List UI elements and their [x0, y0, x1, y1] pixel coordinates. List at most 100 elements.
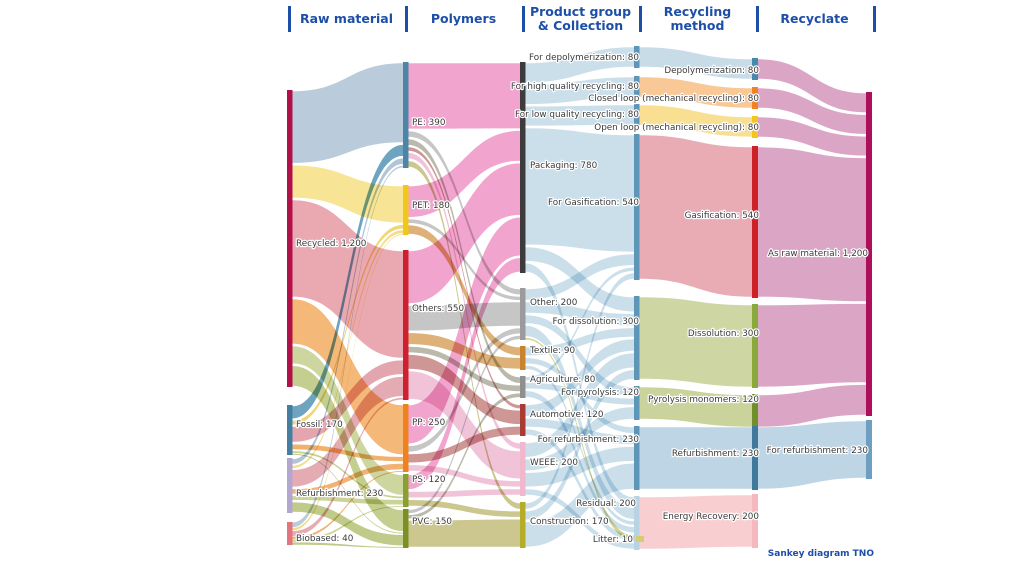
- sankey-link-pvc-construction: [408, 519, 520, 547]
- sankey-link-biobased-pet: [292, 233, 403, 531]
- sankey-node-pyrolysis: [752, 394, 758, 428]
- sankey-link-biobased-ps: [292, 505, 403, 542]
- sankey-label-pvc: PVC: 150: [412, 517, 452, 527]
- sankey-link-refurbishment_raw-pe: [292, 158, 403, 464]
- sankey-link-other-c_pyrol: [525, 315, 634, 397]
- sankey-link-fossil-ps: [292, 451, 403, 499]
- sankey-link-other-c_gasif: [525, 254, 634, 300]
- sankey-node-c_pyrol: [634, 386, 640, 420]
- sankey-link-construction-c_gasif: [525, 273, 634, 509]
- sankey-label-pe: PE: 390: [412, 118, 446, 128]
- column-header-recycling-method: Recycling method: [663, 3, 732, 33]
- sankey-link-others-textile: [408, 333, 520, 369]
- sankey-link-closed_loop-as_raw_material: [758, 88, 866, 134]
- sankey-link-pvc-other: [408, 335, 520, 514]
- sankey-link-other-c_dissol: [525, 302, 634, 326]
- column-divider: [639, 6, 642, 32]
- sankey-link-recycled-pet: [292, 165, 403, 223]
- sankey-link-weee-c_refurb: [525, 446, 634, 487]
- sankey-node-agriculture: [520, 376, 526, 398]
- sankey-link-recycled-pe: [292, 63, 403, 163]
- column-divider: [873, 6, 876, 32]
- sankey-node-refurbishment_method: [752, 426, 758, 490]
- sankey-label-others: Others: 550: [412, 304, 465, 314]
- sankey-label-c_residual: Residual: 200: [576, 499, 636, 509]
- sankey-link-weee-c_pyrol: [525, 407, 634, 471]
- sankey-node-automotive: [520, 404, 526, 436]
- sankey-link-automotive-c_residual: [525, 429, 634, 541]
- sankey-link-textile-c_dissol: [525, 328, 634, 356]
- sankey-node-refurbishment_raw: [287, 458, 293, 513]
- sankey-link-pvc-agriculture: [408, 393, 520, 519]
- sankey-label-dissolution: Dissolution: 300: [688, 329, 760, 339]
- sankey-link-recycled-ps: [292, 346, 403, 495]
- sankey-label-pp: PP: 250: [412, 418, 446, 428]
- sankey-link-biobased-pvc: [292, 542, 403, 548]
- sankey-label-ps: PS: 120: [412, 475, 446, 485]
- sankey-link-c_gasif-gasification: [639, 135, 752, 297]
- sankey-link-ps-construction: [408, 500, 520, 517]
- sankey-node-gasification: [752, 146, 758, 298]
- sankey-node-weee: [520, 442, 526, 496]
- sankey-link-recycled-pvc: [292, 366, 403, 532]
- sankey-label-c_refurb: For refurbishment: 230: [538, 435, 640, 445]
- sankey-node-energy_recovery: [752, 494, 758, 548]
- sankey-label-energy_recovery: Energy Recovery: 200: [663, 512, 760, 522]
- sankey-link-pp-other: [408, 328, 520, 452]
- sankey-node-c_refurb: [634, 426, 640, 490]
- sankey-link-packaging-c_depoly: [525, 47, 634, 83]
- sankey-link-open_loop-as_raw_material: [758, 117, 866, 156]
- sankey-link-c_depoly-depolymerization: [639, 47, 752, 79]
- sankey-label-c_depoly: For depolymerization: 80: [529, 53, 639, 63]
- sankey-label-weee: WEEE: 200: [530, 458, 578, 468]
- sankey-node-others: [403, 250, 409, 400]
- column-header-polymers: Polymers: [430, 10, 497, 26]
- sankey-link-others-packaging: [408, 163, 520, 304]
- sankey-node-c_depoly: [634, 46, 640, 68]
- sankey-link-packaging-c_gasif: [525, 128, 634, 252]
- sankey-link-pe-weee: [408, 152, 520, 449]
- sankey-link-pe-automotive: [408, 147, 520, 409]
- sankey-link-fossil-pp: [292, 444, 403, 462]
- sankey-node-pet: [403, 185, 409, 235]
- sankey-node-c_low: [634, 104, 640, 126]
- sankey-link-pet-other: [408, 219, 520, 301]
- credit-text: Sankey diagram TNO: [767, 549, 874, 559]
- sankey-node-dissolution: [752, 304, 758, 388]
- sankey-link-other-c_residual: [525, 325, 634, 519]
- sankey-link-pet-packaging: [408, 130, 520, 218]
- sankey-link-weee-c_dissol: [525, 353, 634, 457]
- sankey-node-c_residual: [634, 496, 640, 550]
- sankey-link-agriculture-c_gasif: [525, 267, 634, 381]
- sankey-link-pet-textile: [408, 225, 520, 356]
- sankey-label-c_gasif: For Gasification: 540: [548, 198, 639, 208]
- sankey-node-c_high: [634, 76, 640, 98]
- sankey-link-refurbishment_raw-pp: [292, 463, 403, 494]
- sankey-label-closed_loop: Closed loop (mechanical recycling): 80: [588, 94, 759, 104]
- sankey-label-c_litter: Litter: 10: [593, 535, 633, 545]
- sankey-node-ps: [403, 474, 409, 507]
- sankey-node-for_refurbishment_out: [866, 420, 872, 479]
- sankey-label-c_dissol: For dissolution: 300: [552, 317, 639, 327]
- sankey-link-packaging-c_high: [525, 77, 634, 104]
- sankey-link-refurbishment_raw-pet: [292, 230, 403, 469]
- sankey-label-for_refurbishment_out: For refurbishment: 230: [767, 446, 869, 456]
- sankey-node-other: [520, 288, 526, 340]
- sankey-label-packaging: Packaging: 780: [530, 161, 598, 171]
- sankey-link-refurbishment_raw-others: [292, 376, 403, 487]
- column-header-recyclate: Recyclate: [780, 10, 849, 26]
- sankey-link-ps-weee: [408, 489, 520, 498]
- sankey-label-gasification: Gasification: 540: [685, 211, 760, 221]
- sankey-link-c_dissol-dissolution: [639, 297, 752, 387]
- column-divider: [288, 6, 291, 32]
- sankey-node-c_litter: [636, 536, 644, 542]
- sankey-node-c_dissol: [634, 296, 640, 380]
- sankey-label-agriculture: Agriculture: 80: [530, 375, 596, 385]
- sankey-label-pet: PET: 180: [412, 201, 450, 211]
- sankey-node-recycled: [287, 90, 293, 387]
- sankey-node-pvc: [403, 509, 409, 548]
- sankey-link-biobased-pe: [292, 165, 403, 528]
- sankey-link-gasification-as_raw_material: [758, 147, 866, 302]
- column-divider: [405, 6, 408, 32]
